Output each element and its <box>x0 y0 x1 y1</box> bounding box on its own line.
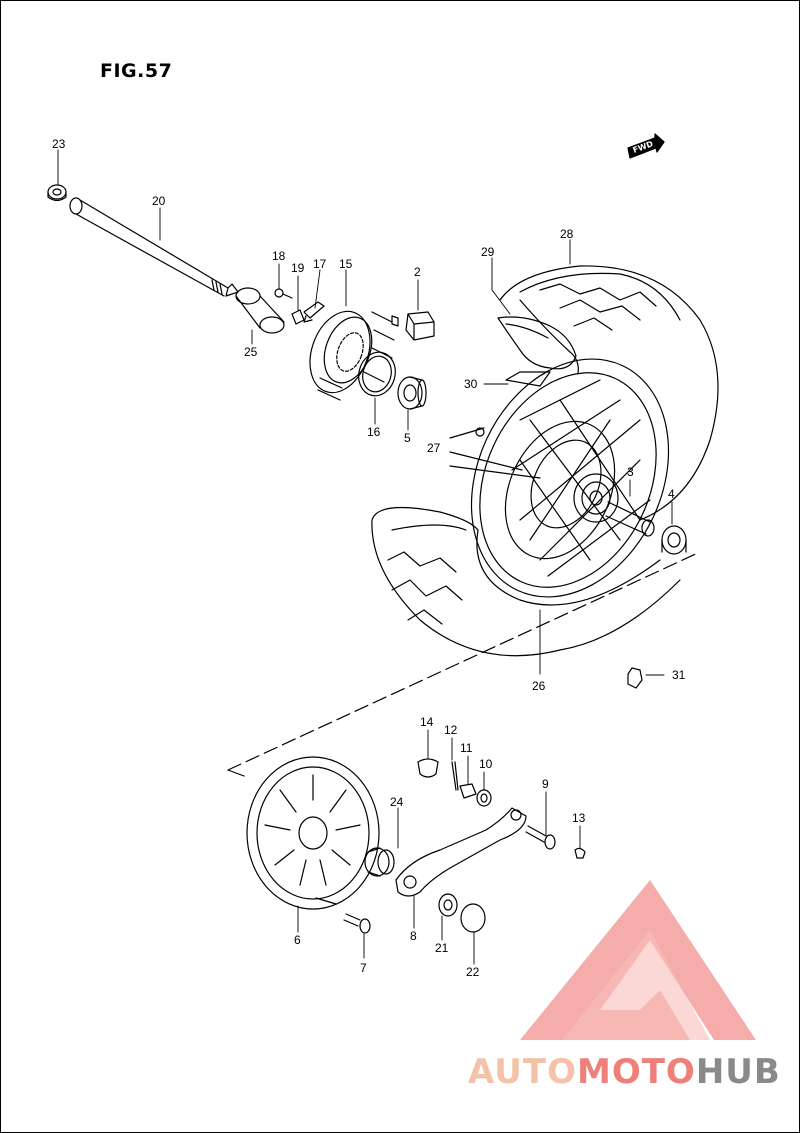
label-5: 5 <box>404 431 411 445</box>
part-2-damper <box>405 311 435 341</box>
label-4: 4 <box>668 487 675 501</box>
label-12: 12 <box>444 723 458 737</box>
part-29-tube <box>497 316 577 370</box>
part-7-bolt <box>343 913 371 934</box>
label-31: 31 <box>672 668 686 682</box>
label-13: 13 <box>572 811 586 825</box>
fwd-arrow-icon <box>627 133 665 159</box>
watermark-logo-text: AUTOMOTOHUB <box>468 1052 781 1092</box>
label-11: 11 <box>460 741 473 755</box>
label-3: 3 <box>627 465 634 479</box>
logo-part-moto: MOTO <box>576 1052 696 1092</box>
label-17: 17 <box>313 257 327 271</box>
label-30: 30 <box>464 377 478 391</box>
section-divider <box>227 551 701 905</box>
part-22-cap <box>460 903 486 933</box>
label-23: 23 <box>52 137 66 151</box>
label-6: 6 <box>294 933 301 947</box>
label-27: 27 <box>427 441 441 455</box>
part-4-bearing <box>661 525 687 555</box>
part-27-bolts <box>449 427 541 479</box>
part-3-collar <box>605 501 655 537</box>
part-23-nut <box>47 184 67 202</box>
label-25: 25 <box>244 345 258 359</box>
label-21: 21 <box>435 941 449 955</box>
part-6-brake-disc <box>246 756 380 910</box>
part-26-tire-lower <box>371 506 681 657</box>
part-18-screw <box>274 288 293 299</box>
label-7: 7 <box>360 961 367 975</box>
part-31-clip <box>627 667 643 689</box>
leader-lines <box>57 149 673 965</box>
label-22: 22 <box>466 965 480 979</box>
label-10: 10 <box>479 757 493 771</box>
part-9-bolt <box>525 825 556 850</box>
part-8-torque-link <box>395 807 527 897</box>
part-21-nut <box>438 893 458 917</box>
part-26-wheel-rim <box>470 358 670 598</box>
label-26: 26 <box>532 679 546 693</box>
label-18: 18 <box>272 249 286 263</box>
label-29: 29 <box>481 245 495 259</box>
part-20-axle <box>69 197 239 297</box>
part-15-hub <box>309 310 399 401</box>
part-17-lockplate <box>303 301 325 323</box>
watermark-logo-icon <box>520 880 756 1040</box>
logo-part-hub: HUB <box>695 1052 781 1092</box>
label-2: 2 <box>414 265 421 279</box>
part-16-oring <box>358 351 396 397</box>
figure-title: FIG.57 <box>100 60 173 82</box>
part-13-cap <box>574 847 586 859</box>
part-12-pin <box>451 761 459 791</box>
part-28-tire-upper <box>499 265 719 521</box>
label-8: 8 <box>410 929 417 943</box>
label-14: 14 <box>420 715 434 729</box>
part-10-washer <box>476 789 492 807</box>
label-24: 24 <box>390 795 404 809</box>
label-16: 16 <box>367 425 381 439</box>
logo-part-auto: AUTO <box>468 1052 577 1092</box>
part-14-bushing <box>417 758 439 778</box>
part-number-labels: 23 20 18 19 17 15 2 25 16 5 29 28 30 27 … <box>52 137 686 979</box>
part-25-spacer <box>235 287 285 334</box>
part-24-bushing <box>364 847 395 877</box>
label-28: 28 <box>560 227 574 241</box>
label-15: 15 <box>339 257 353 271</box>
part-19-washer <box>291 309 305 325</box>
label-9: 9 <box>542 777 549 791</box>
part-5-bearing <box>397 376 427 410</box>
label-19: 19 <box>291 261 305 275</box>
label-20: 20 <box>152 194 166 208</box>
part-11-nut <box>459 783 477 799</box>
